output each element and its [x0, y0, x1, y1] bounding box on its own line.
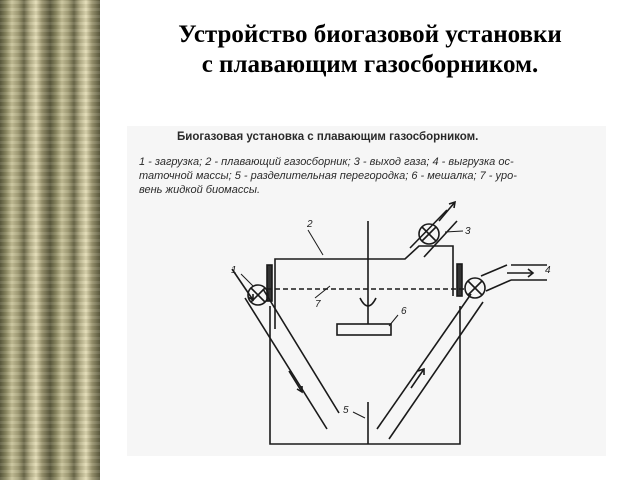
loading-valve: [247, 284, 269, 306]
unloading-outlet-bottom: [485, 279, 512, 292]
figure-caption: 1 - загрузка; 2 - плавающий газосборник;…: [139, 155, 599, 197]
loading-arrow: [231, 268, 254, 301]
unloading-outlet-top: [480, 264, 508, 277]
decorative-left-border: [0, 0, 100, 480]
label-7: 7: [315, 299, 321, 310]
unloading-valve: [464, 277, 486, 299]
floating-gas-holder: [274, 245, 454, 329]
caption-line-2: таточной массы; 5 - разделительная перег…: [139, 170, 517, 182]
gas-outlet-edge-b: [423, 220, 458, 258]
unloading-pipe-edge-a: [376, 293, 472, 430]
caption-line-3: вень жидкой биомассы.: [139, 184, 260, 196]
loading-pipe-edge-b: [262, 288, 340, 414]
scanned-figure: Биогазовая установка с плавающим газосбо…: [127, 126, 606, 456]
stirrer-hook: [359, 297, 377, 307]
slide-title-line-2: с плавающим газосборником.: [201, 51, 539, 78]
stirrer-paddle: [336, 323, 392, 336]
holder-guide-right: [456, 263, 463, 297]
loading-pipe-edge-a: [244, 297, 328, 430]
label-2: 2: [306, 219, 313, 230]
slide-title-line-1: Устройство биогазовой установки: [178, 21, 562, 48]
label-6: 6: [401, 306, 407, 317]
label-5: 5: [343, 405, 349, 416]
gas-outlet-edge-a: [409, 209, 448, 249]
label-1: 1: [231, 265, 237, 276]
label-3: 3: [465, 226, 471, 237]
label-4: 4: [545, 265, 551, 276]
tank-walls: [269, 306, 461, 445]
figure-title: Биогазовая установка с плавающим газосбо…: [177, 131, 479, 143]
gas-valve: [418, 223, 440, 245]
caption-line-1: 1 - загрузка; 2 - плавающий газосборник;…: [139, 156, 514, 168]
gas-arrow: [438, 201, 456, 222]
unloading-pipe-edge-b: [388, 301, 484, 440]
slide-title: Устройство биогазовой установки с плаваю…: [100, 20, 640, 80]
biogas-diagram: 2 3 1 4 7 6 5: [231, 200, 551, 445]
